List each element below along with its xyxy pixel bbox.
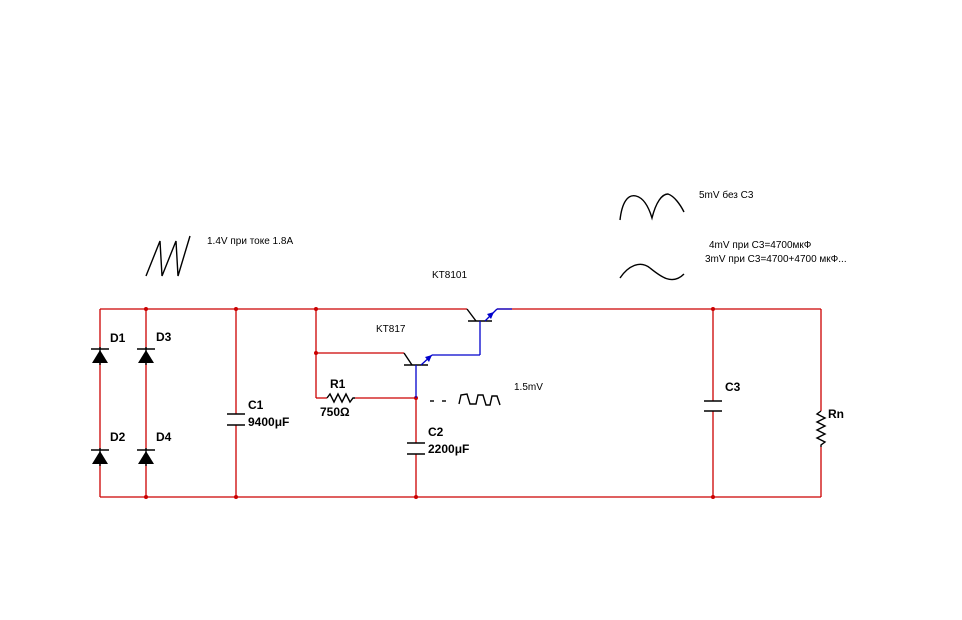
note-rectifier-ripple: 1.4V при токе 1.8A — [207, 236, 293, 247]
wires — [99, 308, 822, 498]
junction-dots — [144, 307, 715, 499]
diode-d3 — [137, 347, 155, 365]
note-output-c3-single: 4mV при C3=4700мкФ — [709, 240, 812, 251]
capacitor-c2 — [407, 442, 425, 455]
transistor-kt8101 — [466, 308, 512, 355]
square-waveform-icon — [430, 393, 501, 406]
label-r1: R1 — [330, 377, 346, 391]
value-c2: 2200μF — [428, 442, 469, 456]
label-kt8101: KT8101 — [432, 270, 467, 281]
note-filter-ripple: 1.5mV — [514, 382, 543, 393]
ripple-waveform-no-c3-icon — [619, 193, 685, 221]
ripple-waveform-with-c3-icon — [619, 263, 685, 281]
diode-d1 — [91, 347, 109, 365]
resistor-r1 — [326, 392, 355, 404]
note-output-c3-double: 3mV при C3=4700+4700 мкФ... — [705, 254, 847, 265]
label-d4: D4 — [156, 430, 172, 444]
capacitor-c3 — [704, 400, 722, 412]
value-r1: 750Ω — [320, 405, 350, 419]
label-c3: C3 — [725, 380, 741, 394]
transistor-kt817 — [403, 352, 480, 398]
label-kt817: KT817 — [376, 324, 406, 335]
diode-d2 — [91, 448, 109, 466]
note-output-no-c3: 5mV без C3 — [699, 189, 754, 201]
resistor-rn — [815, 410, 827, 447]
label-c2: C2 — [428, 425, 444, 439]
label-d3: D3 — [156, 330, 172, 344]
diode-d4 — [137, 448, 155, 466]
capacitor-c1 — [227, 413, 245, 426]
label-d2: D2 — [110, 430, 126, 444]
label-d1: D1 — [110, 331, 126, 345]
sawtooth-waveform-icon — [145, 235, 191, 277]
label-rn: Rn — [828, 407, 844, 421]
label-c1: C1 — [248, 398, 264, 412]
value-c1: 9400μF — [248, 415, 289, 429]
